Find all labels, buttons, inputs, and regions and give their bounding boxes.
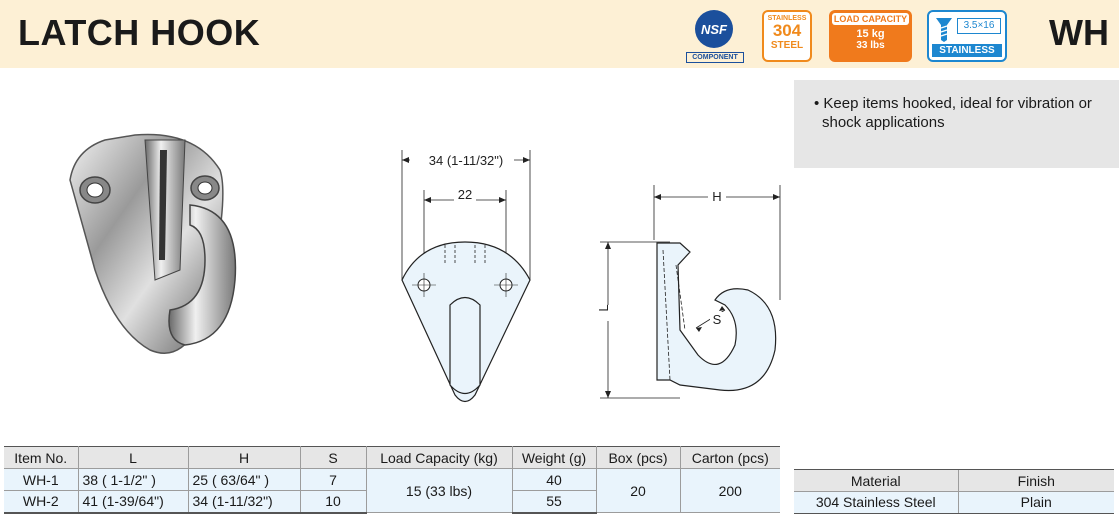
nsf-component-label: COMPONENT: [686, 52, 744, 63]
material-header-row: Material Finish: [794, 469, 1114, 492]
description-box: • Keep items hooked, ideal for vibration…: [794, 80, 1119, 168]
h-dimension-label: H: [712, 189, 721, 204]
col-finish: Finish: [957, 469, 1114, 492]
hole-spacing-label: 22: [458, 187, 472, 202]
stainless-badge-grade: 304: [772, 21, 802, 40]
load-capacity-kg: 15 kg: [856, 28, 885, 40]
material-cell: 304 Stainless Steel: [794, 491, 958, 514]
carton-cell: 200: [679, 468, 780, 513]
screw-badge: 3.5×16 STAINLESS: [927, 10, 1007, 62]
load-capacity-lbs: 33 lbs: [856, 40, 885, 51]
description-bullet: • Keep items hooked, ideal for vibration…: [814, 95, 1092, 131]
load-capacity-badge: LOAD CAPACITY 15 kg 33 lbs: [829, 10, 912, 62]
l-cell: 41 (1-39/64"): [77, 490, 189, 514]
stainless-badge-bottom: STEEL: [770, 40, 804, 51]
col-load-capacity: Load Capacity (kg): [365, 446, 513, 469]
col-material: Material: [794, 469, 958, 492]
spec-table: Item No. L H S Load Capacity (kg) Weight…: [4, 446, 780, 514]
col-item-no: Item No.: [4, 446, 79, 469]
col-s: S: [299, 446, 367, 469]
material-table: Material Finish 304 Stainless Steel Plai…: [794, 469, 1114, 514]
l-cell: 38 ( 1-1/2" ): [77, 468, 189, 491]
nsf-badge: NSF COMPONENT: [686, 10, 744, 64]
weight-cell: 55: [511, 490, 596, 514]
screw-stainless-label: STAINLESS: [932, 44, 1002, 57]
s-cell: 7: [299, 468, 367, 491]
col-carton: Carton (pcs): [679, 446, 780, 469]
stainless-badge-top: STAINLESS: [767, 15, 807, 22]
material-row: 304 Stainless Steel Plain: [794, 491, 1114, 514]
finish-cell: Plain: [957, 491, 1114, 514]
width-dimension-label: 34 (1-11/32"): [429, 153, 503, 168]
technical-drawing: 34 (1-11/32") 22 H L S: [401, 150, 781, 403]
item-no-cell: WH-1: [4, 468, 79, 491]
col-box: Box (pcs): [595, 446, 681, 469]
product-photo: [69, 133, 237, 354]
screw-icon: [936, 18, 952, 42]
item-no-cell: WH-2: [4, 490, 79, 514]
page-title: LATCH HOOK: [18, 12, 261, 53]
stainless-304-badge: STAINLESS 304 STEEL: [762, 10, 812, 62]
col-l: L: [77, 446, 189, 469]
h-cell: 34 (1-11/32"): [187, 490, 301, 514]
table-row: WH-1 38 ( 1-1/2" ) 25 ( 63/64" ) 7 15 (3…: [4, 468, 780, 513]
weight-cell: 40: [511, 468, 597, 491]
header-bar: LATCH HOOK NSF COMPONENT STAINLESS 304 S…: [0, 0, 1119, 68]
side-view: H L S: [596, 185, 781, 399]
load-capacity-cell: 15 (33 lbs): [365, 468, 513, 513]
l-dimension-label: L: [596, 304, 611, 311]
screw-size: 3.5×16: [957, 18, 1001, 34]
nsf-logo-icon: NSF: [695, 10, 733, 48]
s-dimension-label: S: [713, 312, 722, 327]
load-capacity-label: LOAD CAPACITY: [832, 13, 909, 25]
box-cell: 20: [595, 468, 681, 513]
table-row: WH-2 41 (1-39/64") 34 (1-11/32") 10 55: [4, 490, 780, 514]
product-code: WH: [1049, 12, 1109, 53]
front-view: 34 (1-11/32") 22: [401, 150, 531, 403]
spec-header-row: Item No. L H S Load Capacity (kg) Weight…: [4, 446, 780, 469]
col-weight: Weight (g): [511, 446, 597, 469]
h-cell: 25 ( 63/64" ): [187, 468, 301, 491]
s-cell: 10: [299, 490, 367, 514]
col-h: H: [187, 446, 301, 469]
